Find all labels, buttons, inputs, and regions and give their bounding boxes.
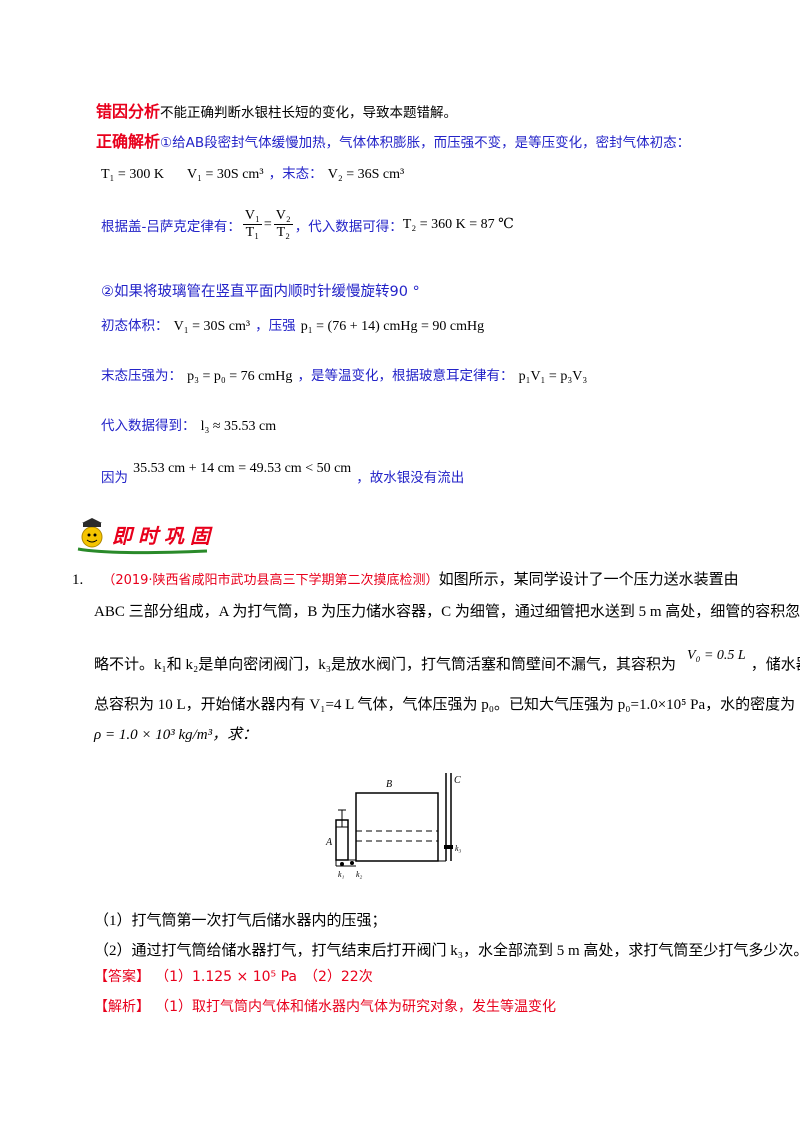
init-volume-line: 初态体积： V₁ = 30S cm³ ，压强 p₁ = (76 + 14) cm… bbox=[101, 314, 484, 335]
question-number: 1. bbox=[72, 572, 84, 588]
conclusion-text: ，故水银没有流出 bbox=[356, 470, 465, 486]
svg-text:A: A bbox=[325, 837, 333, 848]
boyle-text: ，是等温变化，根据玻意耳定律有： bbox=[297, 368, 514, 384]
svg-text:k₂: k₂ bbox=[356, 870, 363, 879]
pressure-label: ，压强 bbox=[255, 318, 296, 334]
l3-value: l₃ ≈ 35.53 cm bbox=[200, 419, 277, 434]
step1-text: ①给AB段密封气体缓慢加热，气体体积膨胀，而压强不变，是等压变化，密封气体初态： bbox=[160, 135, 691, 151]
apparatus-diagram: A B C k₁ k₂ k₃ bbox=[325, 773, 462, 879]
gaylussac-text: 根据盖-吕萨克定律有： bbox=[101, 218, 241, 235]
svg-text:k₁: k₁ bbox=[338, 870, 345, 879]
banner-title: 即时巩固 bbox=[112, 524, 216, 548]
error-analysis-label: 错因分析 bbox=[96, 102, 161, 121]
step2-text: ②如果将玻璃管在竖直平面内顺时针缓慢旋转90 ° bbox=[101, 284, 420, 300]
init-vol-value: V₁ = 30S cm³ bbox=[173, 319, 251, 334]
V0-value: V₀ = 0.5 L bbox=[687, 648, 746, 663]
explain-line: 【解析】 （1）取打气筒内气体和储水器内气体为研究对象，发生等温变化 bbox=[94, 996, 556, 1016]
svg-text:k₃: k₃ bbox=[455, 844, 462, 853]
question-line2: ABC 三部分组成，A 为打气筒，B 为压力储水容器，C 为细管，通过细管把水送… bbox=[94, 604, 800, 620]
banner-graphic bbox=[77, 518, 208, 555]
explain-label: 【解析】 bbox=[94, 999, 150, 1015]
gaylussac-line: 根据盖-吕萨克定律有： V₁ T₁ = V₂ T₂ ，代入数据可得： T₂ = … bbox=[101, 208, 514, 240]
final-pressure-line: 末态压强为： p₃ = p₀ = 76 cmHg ，是等温变化，根据玻意耳定律有… bbox=[101, 364, 587, 385]
answer-label: 【答案】 bbox=[94, 969, 150, 985]
explain-text: （1）取打气筒内气体和储水器内气体为研究对象，发生等温变化 bbox=[155, 999, 556, 1015]
T2-result: T₂ = 360 K = 87 ℃ bbox=[402, 217, 514, 232]
question-source: （2019·陕西省咸阳市武功县高三下学期第二次摸底检测） bbox=[102, 573, 439, 588]
mascot-icon bbox=[81, 526, 103, 548]
initial-V1: V₁ = 30S cm³ bbox=[187, 167, 264, 182]
error-analysis-line: 错因分析不能正确判断水银柱长短的变化，导致本题错解。 bbox=[96, 98, 457, 122]
fraction-v1-t1: V₁ T₁ bbox=[242, 208, 262, 240]
because-line: 因为 35.53 cm + 14 cm = 49.53 cm < 50 cm ，… bbox=[101, 461, 465, 487]
final-label: ，末态： bbox=[268, 166, 323, 182]
sub-question-2: （2）通过打气筒给储水器打气，打气结束后打开阀门 k₃，水全部流到 5 m 高处… bbox=[94, 943, 800, 959]
correct-analysis-line: 正确解析①给AB段密封气体缓慢加热，气体体积膨胀，而压强不变，是等压变化，密封气… bbox=[96, 128, 690, 152]
question-line1: 1. （2019·陕西省咸阳市武功县高三下学期第二次摸底检测）如图所示，某同学设… bbox=[72, 568, 739, 589]
answer-line: 【答案】 （1）1.125 × 10⁵ Pa （2）22次 bbox=[94, 966, 373, 986]
question-line4: 总容积为 10 L，开始储水器内有 V₁=4 L 气体，气体压强为 p₀。已知大… bbox=[94, 697, 796, 713]
question-line5: ρ = 1.0 × 10³ kg/m³，求： bbox=[94, 727, 258, 743]
apparatus-figure: A B C k₁ k₂ k₃ bbox=[320, 765, 480, 880]
correct-analysis-label: 正确解析 bbox=[96, 132, 161, 151]
final-pressure-label: 末态压强为： bbox=[101, 368, 182, 384]
step2-line: ②如果将玻璃管在竖直平面内顺时针缓慢旋转90 ° bbox=[101, 280, 420, 301]
question-line3-end: ，储水器 bbox=[750, 657, 800, 673]
substitute2-text: 代入数据得到： bbox=[101, 418, 196, 434]
because-eq: 35.53 cm + 14 cm = 49.53 cm < 50 cm bbox=[133, 461, 352, 476]
tank-b bbox=[355, 792, 439, 862]
initial-state-line: T₁ = 300 K V₁ = 30S cm³ ，末态： V₂ = 36S cm… bbox=[101, 162, 404, 183]
answer-text: （1）1.125 × 10⁵ Pa （2）22次 bbox=[155, 969, 373, 985]
sub-question-1: （1）打气筒第一次打气后储水器内的压强； bbox=[94, 913, 387, 929]
substitute2-line: 代入数据得到： l₃ ≈ 35.53 cm bbox=[101, 414, 276, 435]
section-banner: 即时巩固 bbox=[72, 515, 212, 555]
boyle-eq: p₁V₁ = p₃V₃ bbox=[518, 369, 588, 384]
pressure-value: p₁ = (76 + 14) cmHg = 90 cmHg bbox=[300, 319, 485, 334]
substitute-text: ，代入数据可得： bbox=[294, 218, 403, 235]
initial-T1: T₁ = 300 K bbox=[101, 167, 164, 182]
question-line3: 略不计。k₁和 k₂是单向密闭阀门，k₃是放水阀门，打气筒活塞和筒壁间不漏气，其… bbox=[94, 648, 800, 674]
svg-text:B: B bbox=[386, 779, 392, 790]
error-analysis-text: 不能正确判断水银柱长短的变化，导致本题错解。 bbox=[160, 105, 458, 121]
init-vol-label: 初态体积： bbox=[101, 318, 169, 334]
fraction-v2-t2: V₂ T₂ bbox=[273, 208, 293, 240]
question-line1-rest: 如图所示，某同学设计了一个压力送水装置由 bbox=[438, 572, 739, 588]
question-line3-text: 略不计。k₁和 k₂是单向密闭阀门，k₃是放水阀门，打气筒活塞和筒壁间不漏气，其… bbox=[94, 657, 676, 673]
because-label: 因为 bbox=[101, 470, 128, 486]
final-pressure-value: p₃ = p₀ = 76 cmHg bbox=[187, 369, 293, 384]
final-V2: V₂ = 36S cm³ bbox=[327, 167, 405, 182]
svg-text:C: C bbox=[454, 775, 461, 786]
